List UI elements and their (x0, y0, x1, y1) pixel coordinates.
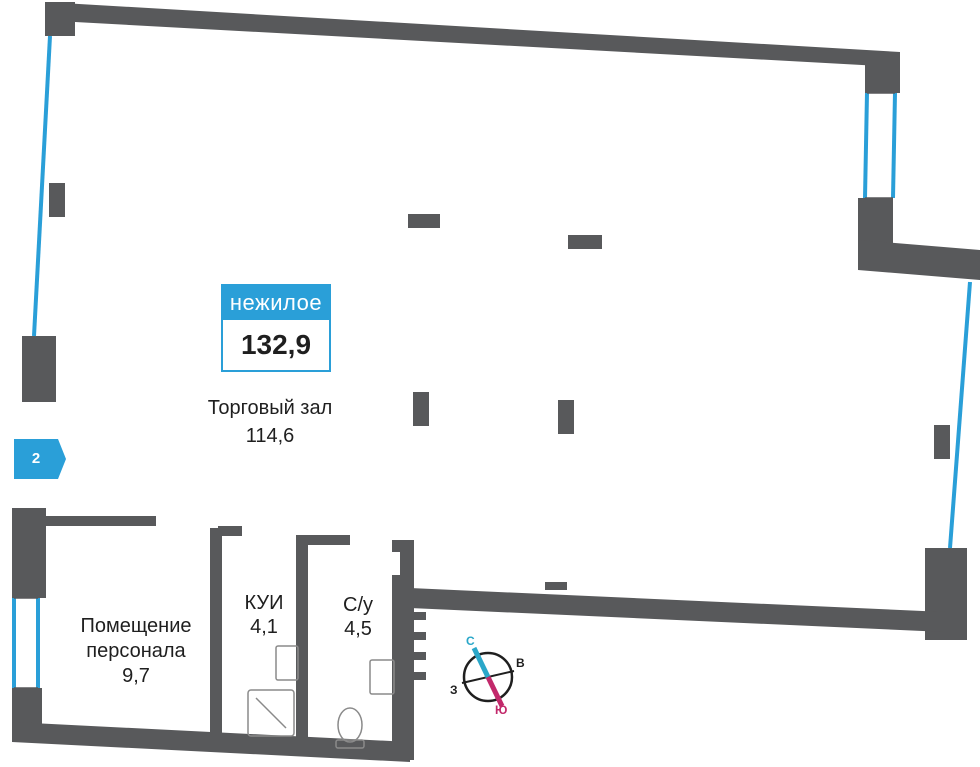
wall-wc-right-stub (400, 540, 414, 576)
window-right-upper-a (863, 92, 869, 199)
wall-left-bottom (12, 688, 42, 728)
columns (49, 183, 950, 459)
column (934, 425, 950, 459)
unit-type: нежилое (223, 286, 329, 320)
column (408, 214, 440, 228)
wall-top-left-corner (45, 2, 75, 36)
compass-north-needle (471, 646, 491, 679)
room-area-staff: 9,7 (122, 665, 150, 687)
wall-kui-top (218, 526, 242, 536)
compass-south-label: Ю (495, 703, 508, 717)
entrance-number: 2 (31, 450, 41, 467)
wall-top (45, 2, 900, 72)
wall-right-step (858, 240, 980, 280)
room-area-kui: 4,1 (250, 616, 278, 638)
sink-wc (369, 659, 395, 695)
compass-south-needle (485, 675, 505, 708)
wall-bottom-right (410, 588, 945, 632)
toilet (337, 707, 363, 743)
column (49, 183, 65, 217)
room-name-wc: С/у (343, 594, 373, 616)
room-name-kui: КУИ (244, 592, 284, 614)
compass-ring (462, 651, 514, 703)
room-area-wc: 4,5 (344, 618, 372, 640)
wall-bottom-block-right (392, 575, 414, 760)
wall-left-pillar (22, 336, 56, 402)
wall-wc-top (296, 535, 350, 545)
wall-right-upper-pillar (865, 55, 900, 93)
column (568, 235, 602, 249)
wall-kui-left (210, 528, 222, 738)
window-left-upper (32, 35, 52, 337)
shower-tray (247, 689, 295, 737)
window-frames (14, 92, 895, 689)
windows (12, 35, 972, 688)
compass-north-label: С (466, 634, 475, 648)
stairs (404, 612, 426, 680)
column (413, 392, 429, 426)
wall-bottom (12, 722, 410, 762)
room-name-sales-hall: Торговый зал (207, 397, 333, 419)
room-name-staff-line1: Помещение (80, 615, 192, 637)
unit-area: 132,9 (240, 329, 312, 360)
stair-step (404, 672, 426, 680)
room-name-staff-line2: персонала (86, 640, 186, 662)
stair-step (404, 612, 426, 620)
entrance-marker (14, 439, 66, 479)
column (558, 400, 574, 434)
wall-wc-left (296, 535, 308, 745)
wall-notch (545, 582, 567, 590)
stair-step (404, 632, 426, 640)
compass (461, 646, 515, 708)
window-right-upper-b (891, 92, 897, 199)
unit-badge: нежилое 132,9 (221, 284, 331, 372)
room-area-sales-hall: 114,6 (245, 425, 295, 447)
interior-walls (40, 516, 567, 745)
wall-staff-top (40, 516, 156, 526)
stair-step (404, 652, 426, 660)
compass-east-label: В (516, 656, 525, 670)
compass-west-label: З (450, 683, 458, 697)
window-right-lower (948, 281, 972, 549)
sink-kui (275, 645, 299, 681)
outer-walls (12, 2, 980, 762)
fixtures (247, 645, 395, 749)
